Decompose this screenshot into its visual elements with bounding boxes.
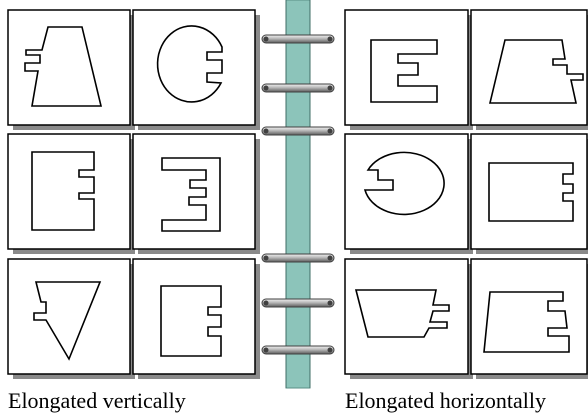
tile-left-5	[7, 258, 135, 379]
binder-ring-5	[261, 298, 335, 308]
tile-right-6	[470, 258, 588, 379]
caption-elongated-vertically: Elongated vertically	[8, 388, 186, 413]
square-with-notch-shape	[370, 39, 438, 103]
binder-ring-4	[261, 253, 335, 263]
square-with-notch-shape	[31, 151, 95, 231]
tile-left-4	[132, 133, 260, 254]
circle-with-notch-shape	[363, 151, 445, 216]
tile-right-1	[344, 9, 473, 130]
tile-left-1	[7, 9, 135, 130]
trapezoid-with-notch-shape	[488, 39, 584, 104]
square-with-notch-shape	[160, 285, 222, 357]
tile-left-6	[132, 258, 260, 379]
parallelogram-with-notch-shape	[483, 291, 570, 353]
binder-ring-2	[261, 83, 335, 93]
tile-right-4	[470, 133, 588, 254]
tile-right-5	[344, 258, 473, 379]
circle-with-notch-shape	[156, 25, 223, 103]
inverted-triangle-with-notch-shape	[33, 281, 102, 361]
trapezoid-with-notch-shape	[24, 26, 103, 107]
tile-right-3	[344, 133, 473, 254]
binder-ring-3	[261, 126, 335, 136]
inverted-trapezoid-with-notch-shape	[354, 289, 450, 338]
caption-elongated-horizontally: Elongated horizontally	[345, 388, 546, 413]
binder-ring-6	[261, 345, 335, 355]
square-with-notch-shape	[488, 162, 574, 222]
tile-right-2	[470, 9, 588, 130]
square-with-double-notch-shape	[161, 157, 221, 232]
binder-ring-1	[261, 34, 335, 44]
binder-spine	[285, 0, 311, 389]
tile-left-2	[132, 9, 260, 130]
tile-left-3	[7, 133, 135, 254]
